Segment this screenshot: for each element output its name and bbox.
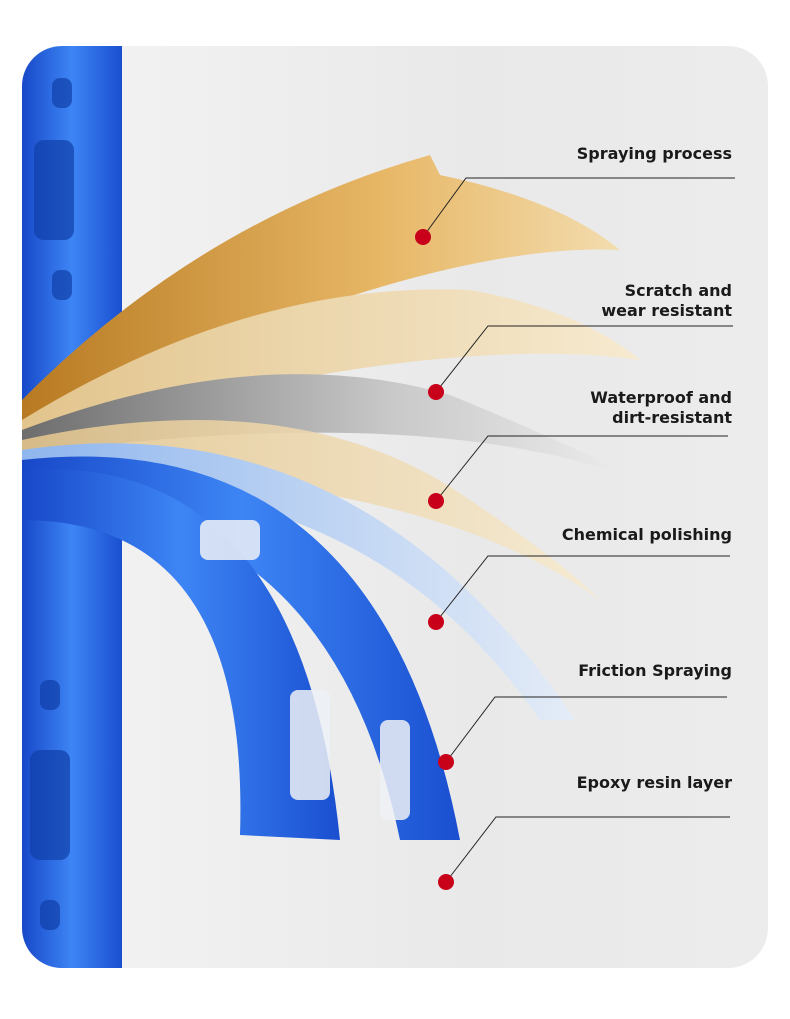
layer-scratch [22,289,640,445]
layer-waterproof [22,374,640,480]
label-chemical-polishing: Chemical polishing [561,525,732,544]
label-friction-spraying: Friction Spraying [578,661,732,680]
label-epoxy-resin: Epoxy resin layer [576,773,732,792]
label-spraying-process: Spraying process [576,144,732,163]
leader-lines [422,177,735,883]
rack-holes [30,78,74,930]
marker-dots [415,229,454,890]
